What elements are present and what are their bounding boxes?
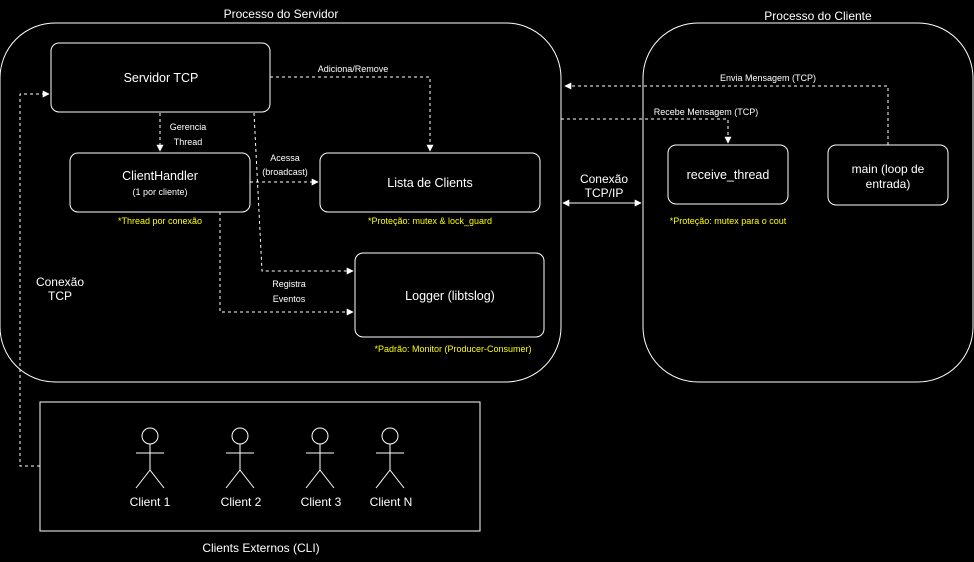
edge-server-to-logger xyxy=(253,112,354,275)
edge-receives-message xyxy=(561,118,732,144)
stick-figure-icon xyxy=(225,427,255,489)
actor-label: Client 2 xyxy=(221,495,262,509)
client-process-title: Processo do Cliente xyxy=(764,9,872,23)
actor-client-3: Client 3 xyxy=(301,427,342,509)
receive-thread-node: receive_thread xyxy=(667,144,789,205)
actor-client-n: Client N xyxy=(370,427,413,509)
edge-sends-message xyxy=(564,82,889,145)
external-clients-container: Clients Externos (CLI) xyxy=(39,401,481,555)
client-handler-label: ClientHandler xyxy=(122,169,198,183)
edge-manages-label-line1: Gerencia xyxy=(170,122,207,132)
edge-logs-label-line2: Eventos xyxy=(273,294,306,304)
edge-tcp-label-line1: Conexão xyxy=(36,275,84,289)
logger-label: Logger (libtslog) xyxy=(405,289,495,303)
edge-add-remove xyxy=(270,76,434,152)
edge-add-remove-label: Adiciona/Remove xyxy=(318,64,389,74)
receive-thread-label: receive_thread xyxy=(687,168,770,182)
actor-client-2: Client 2 xyxy=(221,427,262,509)
server-process-container: Processo do Servidor xyxy=(0,7,562,383)
client-handler-node: ClientHandler (1 por cliente) xyxy=(69,152,251,213)
list-protection-note: *Proteção: mutex & lock_guard xyxy=(368,216,492,226)
main-loop-node: main (loop de entrada) xyxy=(827,144,949,206)
edge-accesses-label-line2: (broadcast) xyxy=(262,167,308,177)
actor-label: Client N xyxy=(370,495,413,509)
stick-figure-icon xyxy=(305,427,335,489)
main-loop-label-line2: entrada) xyxy=(866,177,911,191)
actor-client-1: Client 1 xyxy=(130,427,171,509)
edge-receives-label: Recebe Mensagem (TCP) xyxy=(654,107,759,117)
client-list-node: Lista de Clients xyxy=(319,152,541,213)
edge-tcp-label-line2: TCP xyxy=(48,289,72,303)
actor-label: Client 1 xyxy=(130,495,171,509)
external-clients-title: Clients Externos (CLI) xyxy=(202,541,319,555)
logger-node: Logger (libtslog) xyxy=(354,252,545,338)
actor-label: Client 3 xyxy=(301,495,342,509)
main-loop-label-line1: main (loop de xyxy=(852,162,925,176)
client-handler-sublabel: (1 por cliente) xyxy=(132,187,187,197)
edge-tcpip-label-line1: Conexão xyxy=(580,172,628,186)
tcp-server-label: Servidor TCP xyxy=(124,71,199,85)
client-list-label: Lista de Clients xyxy=(387,176,472,190)
server-process-title: Processo do Servidor xyxy=(224,7,339,21)
monitor-pattern-note: *Padrão: Monitor (Producer-Consumer) xyxy=(374,344,531,354)
edge-tcpip-label-line2: TCP/IP xyxy=(585,186,624,200)
stick-figure-icon xyxy=(135,427,165,489)
client-process-container: Processo do Cliente xyxy=(642,9,974,383)
edge-sends-label: Envia Mensagem (TCP) xyxy=(720,73,816,83)
edge-logs-label-line1: Registra xyxy=(272,279,306,289)
stick-figure-icon xyxy=(375,427,405,489)
thread-per-connection-note: *Thread por conexão xyxy=(118,216,202,226)
edge-manages-label-line2: Thread xyxy=(174,137,203,147)
edge-accesses-label-line1: Acessa xyxy=(270,153,300,163)
edge-tcp-connection xyxy=(19,90,50,467)
cout-protection-note: *Proteção: mutex para o cout xyxy=(670,216,787,226)
edge-logs-events xyxy=(219,212,354,316)
tcp-server-node: Servidor TCP xyxy=(50,42,271,113)
